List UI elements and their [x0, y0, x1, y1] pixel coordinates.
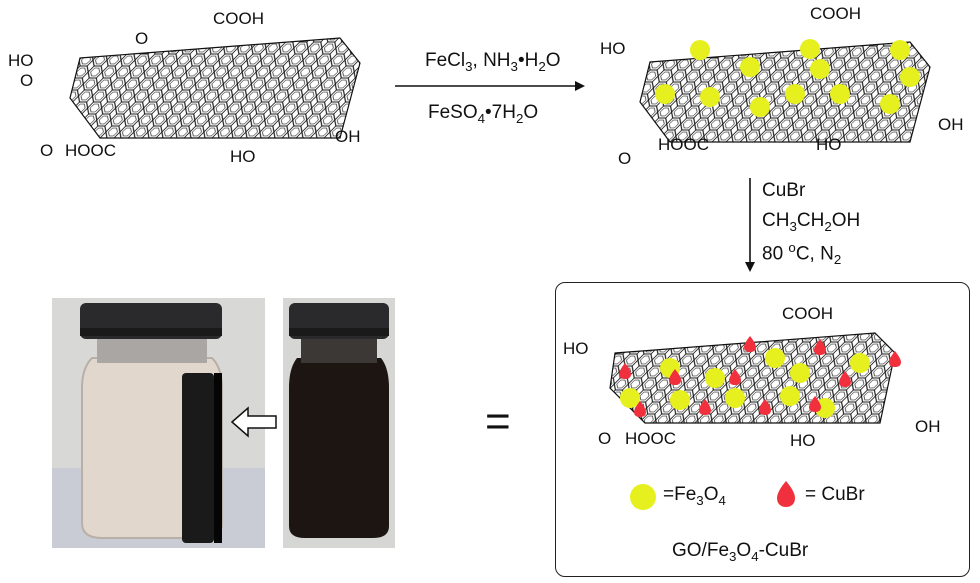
step2-condition-line3: 80 oC, N2 [762, 240, 842, 268]
label-ho-bottom-3: HO [790, 431, 816, 450]
step2-arrow [745, 178, 755, 272]
label-cooh-2: COOH [810, 4, 861, 23]
label-carbonyl-o: O [20, 71, 34, 90]
label-oh-2: OH [938, 115, 964, 134]
fe3o4-particle [880, 94, 900, 114]
fe3o4-particle [830, 84, 850, 104]
graphene-oxide-sheet [40, 18, 395, 168]
fe3o4-particle [850, 353, 870, 373]
go-fe3o4-sheet [610, 22, 965, 172]
label-cooh-3: COOH [782, 304, 833, 323]
label-hooc-2: HOOC [658, 135, 709, 154]
cubr-particle [814, 339, 826, 355]
cubr-particle [619, 363, 631, 379]
fe3o4-particle [690, 40, 710, 60]
label-oh: OH [335, 127, 361, 146]
fe3o4-particle [655, 84, 675, 104]
step2-condition-line2: CH3CH2OH [762, 210, 861, 234]
label-hooc-3: HOOC [625, 429, 676, 448]
cubr-particle [669, 369, 681, 385]
label-ketone-o-2: O [618, 149, 632, 168]
label-cooh: COOH [213, 9, 264, 28]
step1-reagent-line1: FeCl3, NH3•H2O [425, 50, 561, 74]
fe3o4-particle [620, 388, 640, 408]
cubr-particle [839, 371, 851, 387]
product-name: GO/Fe3O4-CuBr [672, 540, 809, 564]
fe3o4-particle [890, 40, 910, 60]
cubr-particle [699, 399, 711, 415]
fe3o4-particle [790, 363, 810, 383]
fe3o4-legend-label: =Fe3O4 [663, 484, 726, 508]
fe3o4-particle [700, 87, 720, 107]
cubr-particle [729, 369, 741, 385]
go-fe3o4-cubr-sheet [585, 318, 925, 443]
photo-magnetic-separation [52, 298, 265, 548]
fe3o4-particle [900, 67, 920, 87]
cubr-particle [809, 396, 821, 412]
cubr-particle [759, 399, 771, 415]
fe3o4-particle [750, 97, 770, 117]
label-ho-3: HO [563, 339, 589, 358]
fe3o4-particle [725, 388, 745, 408]
equals-sign: = [485, 397, 511, 446]
fe3o4-legend-icon [630, 484, 656, 510]
label-ketone-o: O [40, 141, 54, 160]
cubr-legend-label: = CuBr [805, 484, 865, 505]
step2-condition-line1: CuBr [762, 180, 806, 201]
label-ketone-o-3: O [598, 429, 612, 448]
photo-dispersed-catalyst [283, 298, 395, 548]
step1-arrow [395, 81, 585, 91]
fe3o4-particle [705, 368, 725, 388]
fe3o4-particle [780, 386, 800, 406]
fe3o4-particle [800, 39, 820, 59]
fe3o4-particle [670, 390, 690, 410]
step1-reagent-line2: FeSO4•7H2O [428, 102, 539, 126]
cubr-particle [744, 336, 756, 352]
product-box [555, 282, 970, 577]
label-ho-2: HO [600, 39, 626, 58]
hollow-arrow-left [230, 406, 277, 438]
cubr-legend-icon [777, 481, 795, 507]
fe3o4-particle [785, 84, 805, 104]
label-ho-bottom: HO [230, 147, 256, 166]
cubr-particle [889, 351, 901, 367]
label-oh-3: OH [915, 417, 941, 436]
fe3o4-particle [740, 57, 760, 77]
label-hooc: HOOC [65, 141, 116, 160]
fe3o4-particle [810, 59, 830, 79]
fe3o4-particle [815, 398, 835, 418]
label-epoxide-o: O [135, 29, 149, 48]
label-ho-bottom-2: HO [816, 135, 842, 154]
cubr-particle [634, 401, 646, 417]
fe3o4-particle [765, 348, 785, 368]
label-ho: HO [8, 51, 34, 70]
